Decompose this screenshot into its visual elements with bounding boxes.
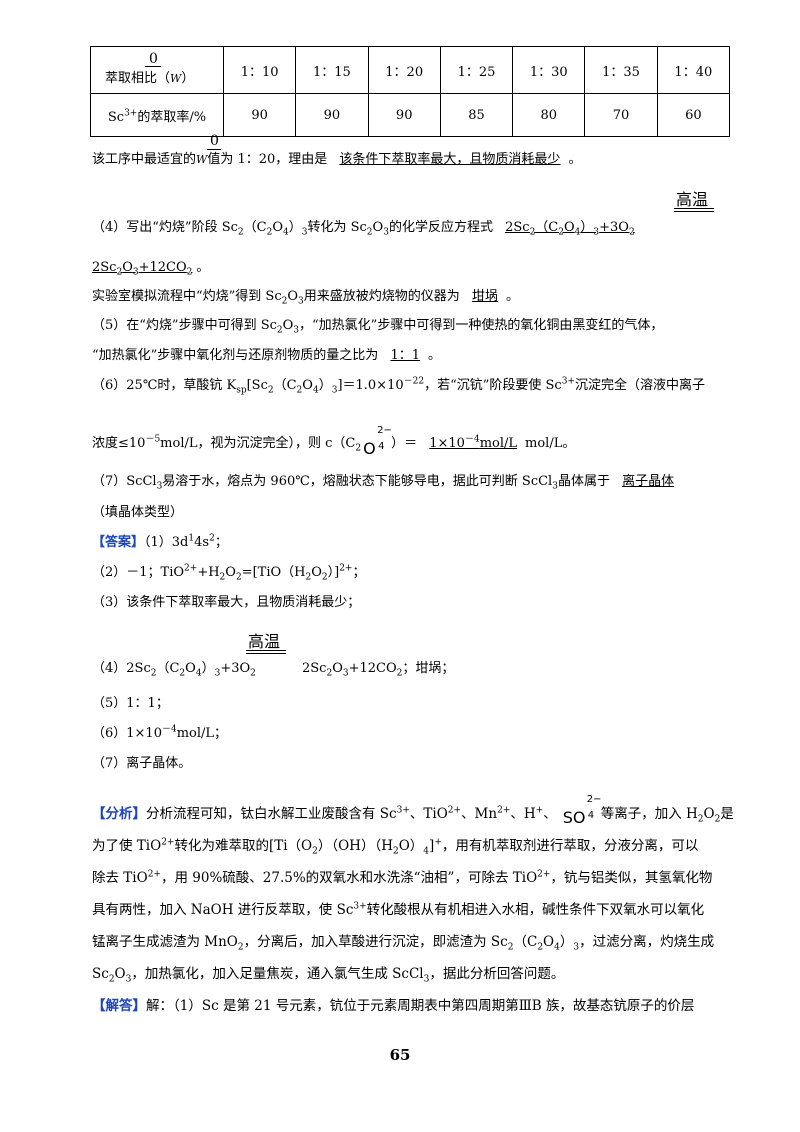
analysis-line-6: Sc2O3，加热氯化，加入足量焦炭，通入氯气生成 ScCl3，据此分析回答问题。 — [92, 966, 565, 985]
table-header-cell: Sc3+的萃取率/% — [90, 93, 224, 137]
q4-line1: （4）写出“灼烧”阶段 Sc2（C2O4）3转化为 Sc2O3的化学反应方程式 … — [92, 220, 635, 238]
q4-equation-right: 2Sc2O3+12CO2 — [92, 260, 193, 278]
answer-line-2: （2）－1；TiO2++H2O2=[TiO（H2O2）]2+； — [92, 563, 366, 583]
ratio-cell: 1：40 — [656, 46, 731, 94]
solution-line-1: 【解答】解：（1）Sc 是第 21 号元素，钪位于元素周期表中第四周期第ⅢB 族… — [92, 998, 695, 1014]
rate-cell: 90 — [367, 93, 441, 137]
ratio-cell: 1：30 — [512, 46, 586, 94]
q3-answer: 该条件下萃取率最大，且物质消耗最少 — [339, 152, 561, 167]
q7-line2: （填晶体类型） — [92, 505, 184, 520]
answer-line-4-right: 2Sc2O3+12CO2；坩埚； — [302, 661, 455, 679]
answer-line-1: 【答案】（1）3d14s2； — [92, 533, 228, 550]
analysis-line-1: 【分析】分析流程可知，钛白水解工业废酸含有 Sc3+、TiO2+、Mn2+、H+… — [92, 794, 734, 827]
rate-cell: 70 — [584, 93, 658, 137]
rate-cell: 80 — [512, 93, 586, 137]
q4-equation-left: 2Sc2（C2O4）3+3O2 — [505, 220, 635, 238]
q4-line3: 实验室模拟流程中“灼烧”得到 Sc2O3用来盛放被灼烧物的仪器为 坩埚。 — [92, 289, 519, 307]
answer-line-3: （3）该条件下萃取率最大，且物质消耗最少； — [92, 595, 361, 610]
analysis-line-5: 锰离子生成滤渣为 MnO2，分离后，加入草酸进行沉淀，即滤渣为 Sc2（C2O4… — [92, 934, 715, 953]
ratio-cell: 1：25 — [439, 46, 514, 94]
q5-answer: 1：1 — [390, 348, 420, 363]
analysis-line-3: 除去 TiO2+，用 90%硫酸、27.5%的双氧水和水洗涤“油相”，可除去 T… — [92, 869, 713, 886]
fraction-numerator: 0 — [210, 133, 219, 149]
answer-line-5: （5）1：1； — [92, 696, 169, 711]
page-number: 65 — [389, 1046, 411, 1064]
table-row: Sc3+的萃取率/% 90 90 90 85 80 70 60 — [90, 93, 731, 137]
high-temperature-label: 高温 — [674, 186, 715, 212]
header-label: 萃取相比（ — [105, 71, 171, 86]
q3-line: 该工序中最适宜的W值为 1：20，理由是 该条件下萃取率最大，且物质消耗最少。 — [92, 152, 582, 167]
q5-line2: “加热氯化”步骤中氧化剂与还原剂物质的量之比为 1：1。 — [92, 348, 441, 363]
q7-line1: （7）ScCl3易溶于水，熔点为 960℃，熔融状态下能够导电，据此可判断 Sc… — [92, 474, 675, 492]
solution-label: 【解答】 — [92, 998, 146, 1014]
analysis-line-2: 为了使 TiO2+转化为难萃取的[Ti（O2）（OH）（H2O）4]+，用有机萃… — [92, 837, 699, 857]
answer-line-6: （6）1×10－4mol/L； — [92, 724, 228, 741]
fraction-bar — [207, 149, 221, 150]
table-header-cell: 0 萃取相比（W） — [90, 46, 224, 94]
ratio-cell: 1：10 — [222, 46, 297, 94]
q7-answer: 离子晶体 — [622, 474, 675, 489]
ratio-cell: 1：20 — [367, 46, 441, 94]
answer-label: 【答案】 — [92, 535, 145, 550]
q4-lab-answer: 坩埚 — [471, 289, 498, 304]
extraction-ratio-table: 0 萃取相比（W） 1：10 1：15 1：20 1：25 1：30 1：35 … — [90, 46, 731, 137]
fraction-variable: W — [170, 72, 182, 85]
rate-cell: 90 — [222, 93, 297, 137]
fraction-numerator: 0 — [149, 51, 158, 67]
rate-cell: 85 — [439, 93, 514, 137]
analysis-line-4: 具有两性，加入 NaOH 进行反萃取，使 Sc3+转化酸根从有机相进入水相，碱性… — [92, 901, 705, 918]
table-row: 0 萃取相比（W） 1：10 1：15 1：20 1：25 1：30 1：35 … — [90, 46, 731, 94]
answer-line-7: （7）离子晶体。 — [92, 756, 192, 771]
answer-line-4: （4）2Sc2（C2O4）3+3O2 — [92, 661, 256, 679]
rate-cell: 60 — [656, 93, 731, 137]
ratio-cell: 1：15 — [295, 46, 369, 94]
analysis-label: 【分析】 — [92, 806, 146, 822]
rate-cell: 90 — [295, 93, 369, 137]
ratio-cell: 1：35 — [584, 46, 658, 94]
high-temperature-label: 高温 — [246, 628, 287, 654]
q5-line1: （5）在“灼烧”步骤中可得到 Sc2O3，“加热氯化”步骤中可得到一种使热的氧化… — [92, 318, 664, 336]
q4-line2: 2Sc2O3+12CO2。 — [92, 260, 210, 278]
fraction-bar — [145, 66, 161, 67]
q6-answer: 1×10－4mol/L — [429, 434, 518, 451]
q6-line1: （6）25℃时，草酸钪 Ksp[Sc2（C2O4）3]＝1.0×10－22，若“… — [92, 376, 705, 396]
